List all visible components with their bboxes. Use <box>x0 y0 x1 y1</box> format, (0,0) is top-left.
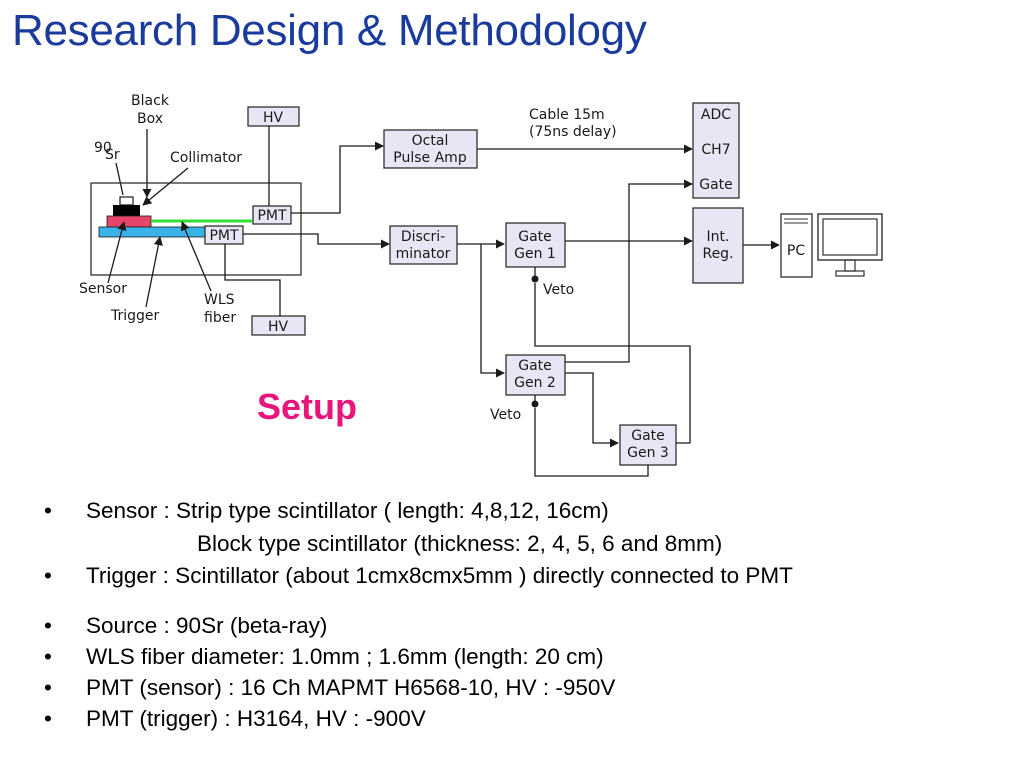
black-box-label-1: Black <box>131 93 170 109</box>
hv-label-top: HV <box>263 110 284 126</box>
discriminator-label-1: Discri- <box>401 229 445 245</box>
gate2-to-gate3-wire <box>565 372 619 448</box>
bullet-pmt-trigger: PMT (trigger) : H3164, HV : -900V <box>44 703 793 734</box>
gate-gen-1-veto-dot <box>531 275 539 283</box>
gate-gen-2-veto-dot <box>531 400 539 408</box>
bullet-pmt-sensor-text: PMT (sensor) : 16 Ch MAPMT H6568-10, HV … <box>86 675 616 700</box>
slide-title: Research Design & Methodology <box>12 6 647 55</box>
source-label: Sr <box>105 147 120 163</box>
bullet-trigger: Trigger : Scintillator (about 1cmx8cmx5m… <box>44 560 793 591</box>
bullet-trigger-text: Trigger : Scintillator (about 1cmx8cmx5m… <box>86 563 793 588</box>
bullet-wls-text: WLS fiber diameter: 1.0mm ; 1.6mm (lengt… <box>86 644 604 669</box>
trigger-pointer <box>145 236 163 308</box>
cable-label-2: (75ns delay) <box>529 124 617 140</box>
discriminator-box <box>389 225 458 265</box>
octal-pulse-amp-label-2: Pulse Amp <box>393 150 467 166</box>
collimator-label: Collimator <box>170 150 242 166</box>
detector-setup: Black Box 90 Sr Collimator PMT PMT HV HV… <box>79 93 306 336</box>
trigger-label: Trigger <box>110 308 160 324</box>
black-box-label-2: Box <box>137 111 163 127</box>
veto-label-2: Veto <box>490 407 521 423</box>
hv-box-bottom <box>251 315 306 336</box>
gate-gen-1-label-2: Gen 1 <box>514 246 556 262</box>
setup-caption: Setup <box>257 386 357 427</box>
pc-label: PC <box>787 243 805 259</box>
monitor-icon <box>817 213 883 277</box>
octal-pulse-amp-label-1: Octal <box>412 133 449 149</box>
octal-pulse-amp-box <box>383 129 478 169</box>
gate-gen-1-box <box>505 222 566 268</box>
source-label-sup: 90 <box>94 140 112 156</box>
sensor-pointer <box>107 221 127 284</box>
gate3-to-gate1-veto-wire <box>534 283 691 444</box>
int-reg-label-1: Int. <box>707 229 730 245</box>
bullet-wls: WLS fiber diameter: 1.0mm ; 1.6mm (lengt… <box>44 641 793 672</box>
gate-gen-2-box <box>505 354 566 396</box>
wls-label-2: fiber <box>204 310 236 326</box>
pc-icon <box>780 213 813 278</box>
hv-bottom-wire <box>224 244 281 316</box>
pmt-to-disc-wire <box>243 233 390 249</box>
pmt-trigger-box <box>204 225 244 245</box>
source-block <box>119 196 134 206</box>
int-reg-box <box>692 207 744 284</box>
pmt-trigger-label: PMT <box>209 228 239 244</box>
gate2-to-adc-gate-wire <box>565 179 693 363</box>
veto-label-1: Veto <box>543 282 574 298</box>
gate-gen-3-box <box>619 424 677 466</box>
collimator-block <box>113 205 140 216</box>
wls-label-1: WLS <box>204 292 235 308</box>
gate-gen-3-label-1: Gate <box>631 428 665 444</box>
adc-box <box>692 102 740 199</box>
electronics-chain: Octal Pulse Amp Cable 15m (75ns delay) A… <box>243 102 883 477</box>
bullet-sensor: Sensor : Strip type scintillator ( lengt… <box>44 494 793 560</box>
bullet-pmt-trigger-text: PMT (trigger) : H3164, HV : -900V <box>86 706 426 731</box>
wls-pointer <box>180 221 212 292</box>
gate3-to-gate2-veto-wire <box>534 408 649 477</box>
pmt-sensor-box <box>252 205 292 225</box>
pmt-to-amp-wire <box>291 141 384 214</box>
trigger-strip <box>98 226 206 238</box>
sensor-strip <box>106 215 152 228</box>
cable-label-1: Cable 15m <box>529 107 605 123</box>
bullet-sensor-line-2: Block type scintillator (thickness: 2, 4… <box>197 531 723 556</box>
gate-gen-1-label-1: Gate <box>518 229 552 245</box>
int-reg-label-2: Reg. <box>702 246 733 262</box>
bullet-sensor-line-1: Sensor : Strip type scintillator ( lengt… <box>86 498 609 523</box>
disc-to-gate2-wire <box>480 244 505 378</box>
bullet-source-text: Source : 90Sr (beta-ray) <box>86 613 328 638</box>
specs-list: Sensor : Strip type scintillator ( lengt… <box>44 494 793 734</box>
setup-diagram: Black Box 90 Sr Collimator PMT PMT HV HV… <box>79 93 883 477</box>
gate-gen-3-label-2: Gen 3 <box>627 445 669 461</box>
gate-gen-2-label-2: Gen 2 <box>514 375 556 391</box>
hv-box-top <box>247 106 300 127</box>
pmt-sensor-label: PMT <box>257 208 287 224</box>
adc-ch7-label: CH7 <box>701 142 730 158</box>
bullet-pmt-sensor: PMT (sensor) : 16 Ch MAPMT H6568-10, HV … <box>44 672 793 703</box>
sensor-label: Sensor <box>79 281 127 297</box>
black-box-enclosure <box>90 182 302 276</box>
adc-gate-label: Gate <box>699 177 733 193</box>
bullet-source: Source : 90Sr (beta-ray) <box>44 610 793 641</box>
adc-label: ADC <box>701 107 731 123</box>
gate-gen-2-label-1: Gate <box>518 358 552 374</box>
hv-label-bottom: HV <box>268 319 289 335</box>
collimator-pointer <box>142 167 189 206</box>
discriminator-label-2: minator <box>396 246 451 262</box>
source-pointer <box>115 162 124 196</box>
